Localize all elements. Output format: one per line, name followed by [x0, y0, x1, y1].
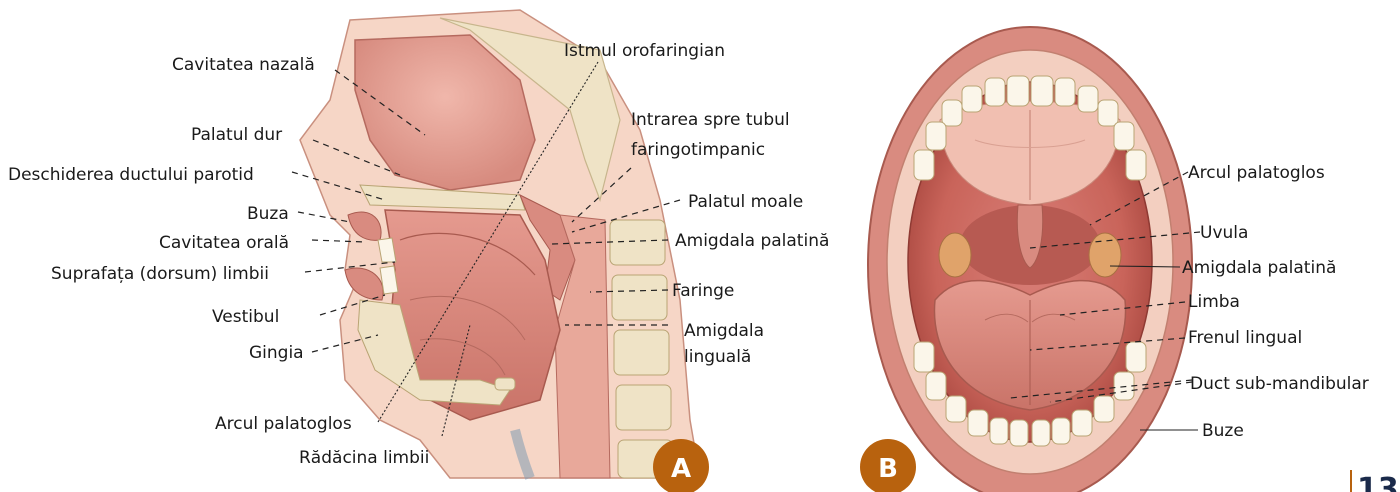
label-intrarea-spre-tubul: Intrarea spre tubul	[631, 110, 790, 130]
label-uvula: Uvula	[1200, 223, 1248, 243]
label-faringe: Faringe	[672, 281, 734, 301]
label-arcul-palatoglos-a: Arcul palatoglos	[215, 414, 352, 434]
panel-b-illustration	[868, 27, 1192, 492]
page-number: 13	[1351, 470, 1399, 492]
label-amigdala-linguala-2: linguală	[684, 347, 751, 367]
tonsil-right-shape	[1089, 233, 1121, 277]
panel-a-illustration	[300, 10, 700, 478]
label-arcul-palatoglos-b: Arcul palatoglos	[1188, 163, 1325, 183]
label-amigdala-palatina-b: Amigdala palatină	[1182, 258, 1336, 278]
label-palatul-moale: Palatul moale	[688, 192, 803, 212]
label-istmul-orofaringian: Istmul orofaringian	[564, 41, 725, 61]
badge-b-letter: B	[878, 454, 898, 484]
label-radacina-limbii: Rădăcina limbii	[299, 448, 429, 468]
tonsil-left-shape	[939, 233, 971, 277]
badge-b: B	[860, 439, 916, 492]
label-buza: Buza	[247, 204, 289, 224]
label-amigdala-palatina-a: Amigdala palatină	[675, 231, 829, 251]
panel-b-labels: Arcul palatoglos Uvula Amigdala palatină…	[1182, 163, 1369, 441]
label-duct-sub-mandibular: Duct sub-mandibular	[1190, 374, 1369, 394]
label-buze: Buze	[1202, 421, 1244, 441]
label-frenul-lingual: Frenul lingual	[1188, 328, 1302, 348]
label-faringotimpanic: faringotimpanic	[631, 140, 765, 160]
label-cavitatea-nazala: Cavitatea nazală	[172, 55, 315, 75]
label-limba: Limba	[1188, 292, 1240, 312]
label-palatul-dur: Palatul dur	[191, 125, 282, 145]
label-gingia: Gingia	[249, 343, 304, 363]
label-suprafata-limbii: Suprafața (dorsum) limbii	[51, 264, 269, 284]
label-vestibul: Vestibul	[212, 307, 279, 327]
label-cavitatea-orala: Cavitatea orală	[159, 233, 289, 253]
label-amigdala-linguala-1: Amigdala	[684, 321, 764, 341]
label-deschiderea-ductului-parotid: Deschiderea ductului parotid	[8, 165, 254, 185]
badge-a-letter: A	[671, 454, 691, 484]
page-number-text: 13	[1357, 472, 1399, 492]
